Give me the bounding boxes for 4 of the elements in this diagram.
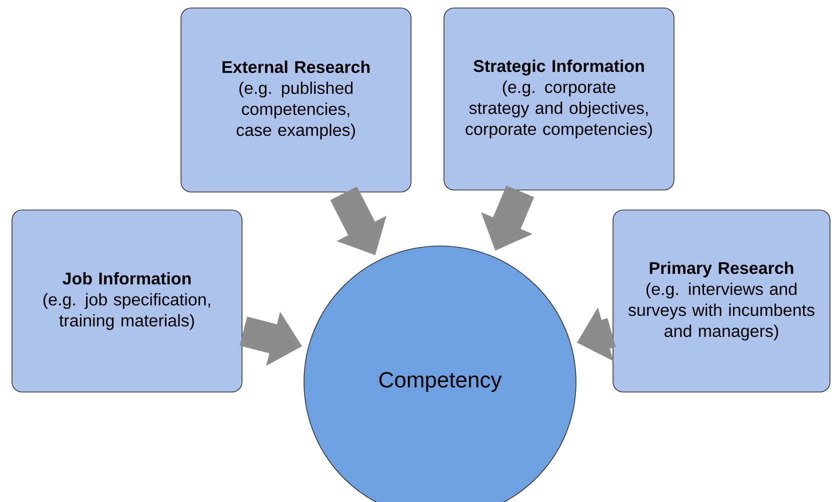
source-box: Job Information (e.g. job specification, training materials) bbox=[12, 210, 242, 392]
source-box: External Research (e.g. published competencies, case examples) bbox=[180, 8, 412, 192]
source-box: Primary Research (e.g. interviews and surveys with incumbents and managers) bbox=[612, 210, 830, 392]
source-box: Strategic Information (e.g. corporate strategy and objectives, corporate competencies) bbox=[444, 8, 674, 190]
